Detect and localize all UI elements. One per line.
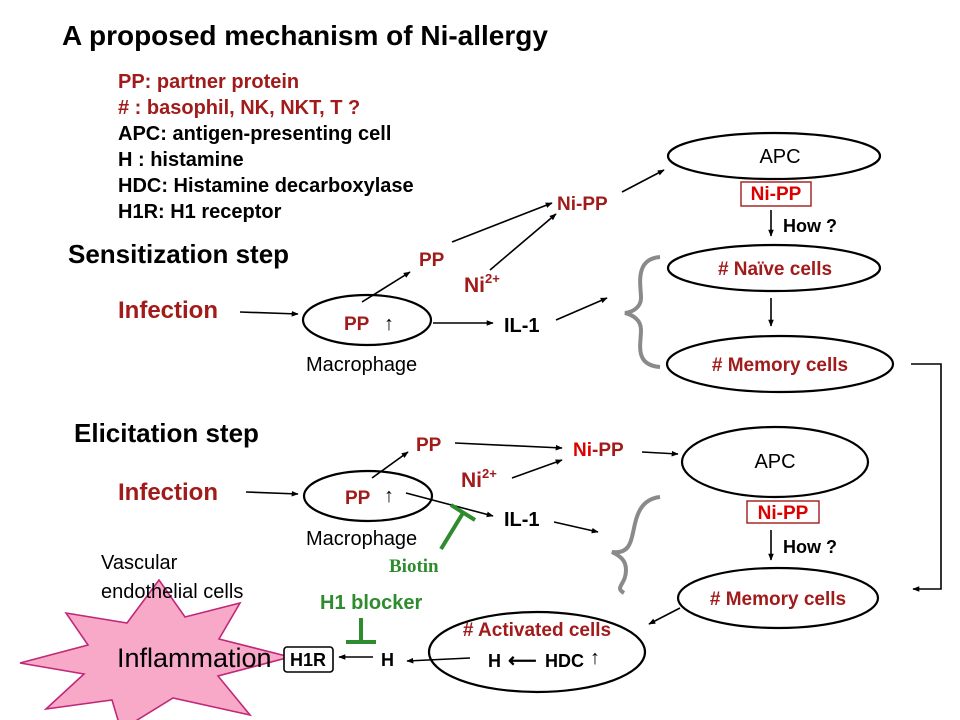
- sens-naive-cells: # Naïve cells: [718, 259, 832, 280]
- biotin-label: Biotin: [389, 556, 439, 577]
- activated-cells-label: # Activated cells: [463, 620, 611, 641]
- biotin-inhibitor-symbol: [439, 503, 477, 551]
- page-title: A proposed mechanism of Ni-allergy: [62, 20, 548, 51]
- elic-macrophage-pp: PP: [345, 488, 371, 509]
- sens-infection-label: Infection: [118, 297, 218, 324]
- elic-il1-label: IL-1: [504, 509, 540, 531]
- sens-macrophage-ellipse: [301, 293, 433, 347]
- elic-brace: [611, 495, 661, 595]
- sens-macrophage-label: Macrophage: [306, 354, 417, 376]
- h1-blocker-inhibitor-symbol: [346, 618, 376, 644]
- sens-nipp-to-apc-arrow: [621, 169, 665, 193]
- sens-il1-to-brace-arrow: [555, 297, 608, 321]
- activated-to-h-arrow: [406, 657, 471, 664]
- h1r-label: H1R: [290, 650, 326, 670]
- elic-macrophage-label: Macrophage: [306, 528, 417, 550]
- sens-naive-ellipse: [666, 243, 882, 293]
- sensitization-heading: Sensitization step: [68, 239, 289, 269]
- vascular-label-line1: Vascular: [101, 552, 178, 574]
- elic-apc-nipp: Ni-PP: [758, 503, 809, 524]
- vascular-label-line2: endothelial cells: [101, 581, 243, 603]
- elic-apc-nipp-box: [746, 500, 820, 524]
- legend-entry-h: H : histamine: [118, 149, 244, 171]
- sens-memory-ellipse: [665, 334, 895, 394]
- legend: PP: partner protein # : basophil, NK, NK…: [118, 71, 414, 223]
- sens-brace: [624, 255, 661, 369]
- h1r-box: [283, 646, 334, 673]
- elic-nipp-to-apc-arrow: [641, 450, 679, 457]
- legend-entry-h1r: H1R: H1 receptor: [118, 201, 282, 223]
- elic-how-label: How ?: [783, 537, 837, 557]
- legend-entry-pp: PP: partner protein: [118, 71, 299, 93]
- sens-ni-ion: Ni2+: [464, 271, 500, 297]
- elic-ni-pp: Ni-PP: [573, 440, 624, 461]
- elic-ni-base: Ni: [461, 469, 482, 492]
- hdc-label: HDC: [545, 651, 584, 671]
- elic-memory-to-activated-arrow: [648, 607, 681, 625]
- elicitation-heading: Elicitation step: [74, 418, 259, 448]
- sens-macrophage-to-pp-arrow: [361, 271, 411, 303]
- legend-entry-hdc: HDC: Histamine decarboxylase: [118, 175, 414, 197]
- sens-ni-pp: Ni-PP: [557, 194, 608, 215]
- elic-macrophage-ellipse: [302, 469, 434, 523]
- elic-ni-pp-suffix: -PP: [592, 440, 624, 461]
- elic-macrophage-to-il1-arrow: [405, 492, 494, 518]
- sens-how-label: How ?: [783, 216, 837, 236]
- sens-apc-nipp: Ni-PP: [751, 184, 802, 205]
- activated-cells-ellipse: [427, 610, 647, 694]
- sens-apc-ellipse: [666, 131, 882, 181]
- hdc-left-arrow: ⟵: [508, 650, 537, 672]
- elic-apc-ellipse: [680, 425, 870, 499]
- elic-pp-label: PP: [416, 435, 442, 456]
- sens-pp-up-arrow: ↑: [384, 313, 394, 335]
- activated-h-label: H: [488, 651, 501, 671]
- elic-memory-ellipse: [676, 566, 880, 630]
- elic-il1-to-brace-arrow: [553, 521, 599, 534]
- elic-apc-label: APC: [754, 451, 795, 473]
- elic-infection-arrow: [245, 490, 299, 497]
- elic-pp-to-nipp-arrow: [454, 442, 563, 451]
- h1-blocker-label: H1 blocker: [320, 592, 422, 614]
- inflammation-burst: [19, 578, 294, 720]
- sens-il1-label: IL-1: [504, 315, 540, 337]
- inflammation-label: Inflammation: [117, 643, 272, 673]
- sens-ni-charge: 2+: [485, 271, 500, 286]
- elic-macrophage-to-pp-arrow: [371, 451, 409, 479]
- sens-infection-arrow: [239, 310, 299, 317]
- elic-ni-to-nipp-arrow: [511, 459, 563, 479]
- sens-memory-cells: # Memory cells: [712, 355, 848, 376]
- elic-memory-cells: # Memory cells: [710, 589, 846, 610]
- sens-apc-nipp-box: [740, 181, 812, 207]
- hdc-up-arrow: ↑: [590, 647, 600, 669]
- elic-infection-label: Infection: [118, 479, 218, 506]
- sens-apc-label: APC: [759, 146, 800, 168]
- legend-entry-apc: APC: antigen-presenting cell: [118, 123, 391, 145]
- sens-ni-base: Ni: [464, 274, 485, 297]
- elic-pp-up-arrow: ↑: [384, 485, 394, 507]
- sens-pp-label: PP: [419, 250, 445, 271]
- histamine-h-label: H: [381, 650, 394, 670]
- elic-ni-pp-prefix: Ni: [573, 440, 592, 461]
- elic-ni-ion: Ni2+: [461, 466, 497, 492]
- sens-macrophage-pp: PP: [344, 314, 370, 335]
- memory-connector-arrow: [911, 363, 942, 592]
- sens-ni-to-nipp-arrow: [489, 213, 557, 271]
- elic-ni-charge: 2+: [482, 466, 497, 481]
- sens-pp-to-nipp-arrow: [451, 202, 553, 243]
- legend-entry-hash: # : basophil, NK, NKT, T ?: [118, 97, 360, 119]
